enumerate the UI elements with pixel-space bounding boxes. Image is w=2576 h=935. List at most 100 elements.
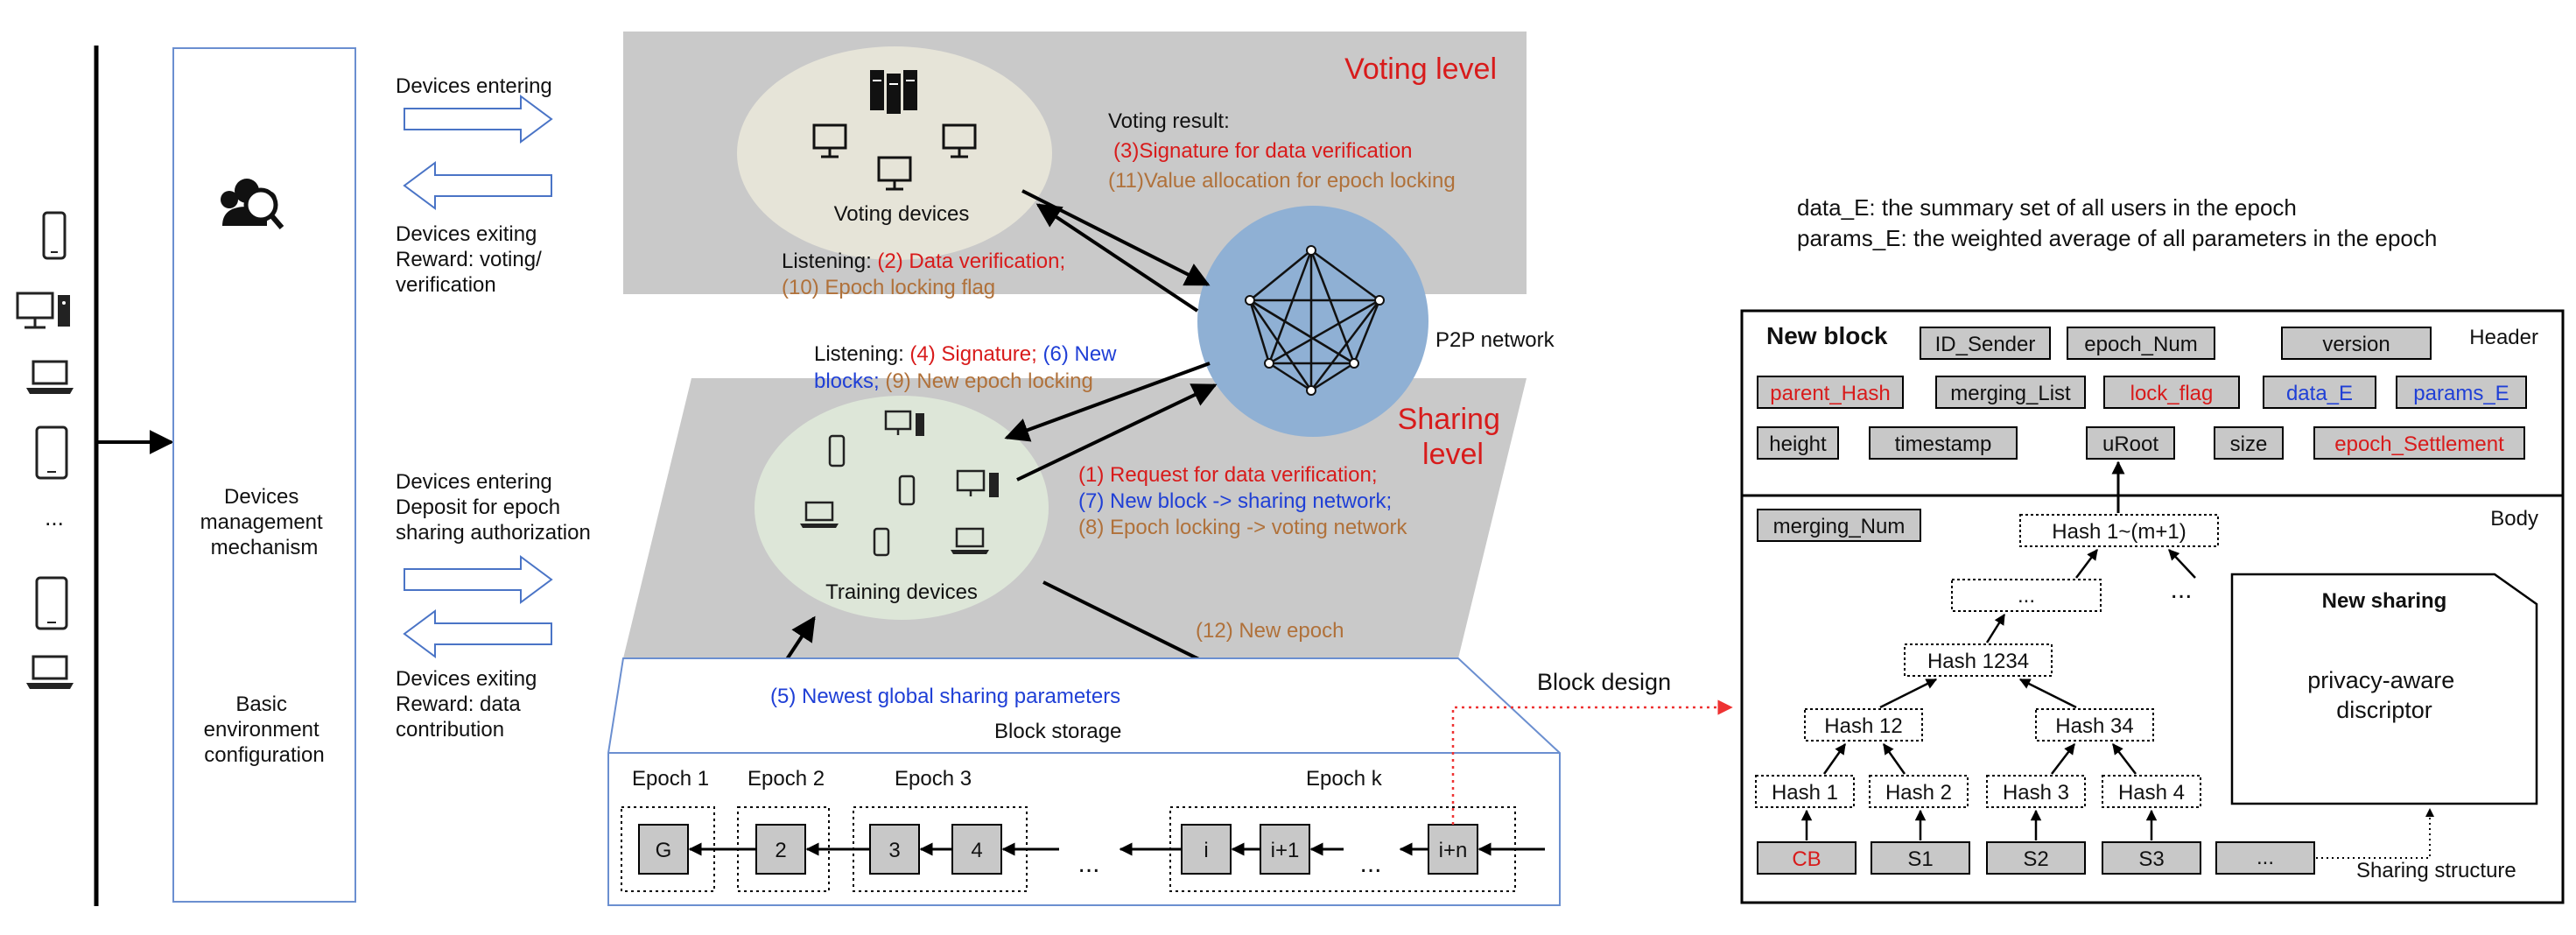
header-label: Header <box>2469 326 2538 349</box>
svg-text:height: height <box>1769 432 1827 456</box>
storage-dots: ... <box>1359 849 1381 878</box>
devices-entering-top: Devices entering <box>396 74 552 98</box>
voting-result-value-allocation: (11)Value allocation for epoch locking <box>1108 169 1456 193</box>
basic-config-label: Basic environment configuration <box>204 692 326 767</box>
svg-text:ID_Sender: ID_Sender <box>1935 333 2036 356</box>
field-merging-list: merging_List <box>1935 376 2086 409</box>
sharing-structure-label: Sharing structure <box>2356 859 2516 882</box>
field-version: version <box>2281 327 2432 360</box>
p2p-to-training-arrow <box>1004 362 1211 442</box>
new-epoch-label: (12) New epoch <box>1196 619 1344 643</box>
epoch-label: Epoch 2 <box>748 767 825 791</box>
svg-text:i+n: i+n <box>1439 839 1468 862</box>
leaf-s2: S2 <box>1986 841 2086 875</box>
storage-block: i+n <box>1428 824 1478 875</box>
new-block-title: New block <box>1766 322 1888 349</box>
svg-text:S3: S3 <box>2138 847 2164 871</box>
svg-text:Hash 3: Hash 3 <box>2003 781 2069 805</box>
svg-text:epoch_Num: epoch_Num <box>2084 333 2197 356</box>
leaf-s1: S1 <box>1871 841 1970 875</box>
new-sharing-title: New sharing <box>2322 589 2447 613</box>
training-to-p2p-arrow <box>1016 383 1218 482</box>
p2p-network-label: P2P network <box>1435 328 1555 352</box>
field-height: height <box>1757 426 1839 460</box>
entering-arrow-top <box>404 95 553 144</box>
field-id-sender: ID_Sender <box>1920 327 2051 360</box>
data-e-definition: data_E: the summary set of all users in … <box>1797 194 2297 221</box>
hash-leaf-2: Hash 2 <box>1869 775 1969 808</box>
phone-icon <box>42 211 67 260</box>
svg-text:Hash 1: Hash 1 <box>1772 781 1838 805</box>
voting-devices-ellipse <box>737 46 1052 260</box>
training-devices-label: Training devices <box>825 580 978 604</box>
epoch-label: Epoch 1 <box>632 767 709 791</box>
voting-listening: Listening: (2) Data verification; <box>782 250 1065 273</box>
svg-text:timestamp: timestamp <box>1895 432 1992 456</box>
svg-text:merging_Num: merging_Num <box>1773 515 1906 538</box>
hash-node-top: Hash 1~(m+1) <box>2019 514 2219 547</box>
field-parent-hash: parent_Hash <box>1757 376 1904 409</box>
svg-text:lock_flag: lock_flag <box>2130 382 2214 405</box>
svg-text:i: i <box>1204 839 1208 862</box>
epoch-locking-to-voting: (8) Epoch locking -> voting network <box>1078 516 1408 539</box>
svg-text:S2: S2 <box>2023 847 2048 871</box>
svg-text:epoch_Settlement: epoch_Settlement <box>2334 432 2504 456</box>
hash-node-1234: Hash 1234 <box>1904 643 2053 677</box>
devices-exiting-top: Devices exiting Reward: voting/ verifica… <box>396 222 547 297</box>
svg-text:...: ... <box>2257 846 2274 869</box>
storage-block: 4 <box>951 824 1002 875</box>
laptop-icon <box>800 501 839 528</box>
hash-node-34: Hash 34 <box>2035 708 2154 742</box>
sharing-structure-connector <box>2316 808 2434 859</box>
voting-result-signature: (3)Signature for data verification <box>1113 139 1413 163</box>
device-ellipsis: ... <box>45 504 64 531</box>
hash-leaf-4: Hash 4 <box>2102 775 2201 808</box>
svg-text:4: 4 <box>971 839 982 862</box>
svg-text:Hash 1234: Hash 1234 <box>1927 650 2029 673</box>
merkle-arrows <box>1800 549 2196 840</box>
desktop-icon <box>884 410 924 436</box>
storage-block: 2 <box>755 824 806 875</box>
svg-text:G: G <box>656 839 672 862</box>
devices-exiting-bottom: Devices exiting Reward: data contributio… <box>396 667 543 742</box>
training-devices-ellipse <box>755 396 1049 620</box>
monitor-icon <box>942 123 977 158</box>
voting-listening-flag: (10) Epoch locking flag <box>782 276 995 299</box>
block-storage-title: Block storage <box>994 720 1121 743</box>
monitor-icon <box>812 123 847 158</box>
field-params-e: params_E <box>2396 376 2527 409</box>
request-data-verification: (1) Request for data verification; <box>1078 463 1378 487</box>
p2p-network-circle <box>1197 206 1428 437</box>
voting-level-title: Voting level <box>1344 53 1497 86</box>
leaf-cb: CB <box>1757 841 1857 875</box>
body-label: Body <box>2490 507 2538 531</box>
svg-text:Hash 34: Hash 34 <box>2055 714 2133 738</box>
svg-text:version: version <box>2322 333 2390 356</box>
svg-text:uRoot: uRoot <box>2102 432 2158 456</box>
devices-entering-bottom: Devices entering Deposit for epoch shari… <box>396 470 591 545</box>
storage-block: i <box>1181 824 1232 875</box>
voting-devices-label: Voting devices <box>834 202 970 226</box>
svg-text:3: 3 <box>888 839 900 862</box>
field-size: size <box>2214 426 2284 460</box>
hash-leaf-1: Hash 1 <box>1755 775 1855 808</box>
laptop-icon <box>26 360 74 394</box>
svg-text:S1: S1 <box>1907 847 1933 871</box>
monitor-icon <box>877 156 912 191</box>
svg-text:Hash 12: Hash 12 <box>1824 714 1902 738</box>
leaf-s3: S3 <box>2102 841 2201 875</box>
sharing-listening-line1: Listening: (4) Signature; (6) New <box>814 342 1117 366</box>
field-epoch-settlement: epoch_Settlement <box>2313 426 2525 460</box>
svg-text:params_E: params_E <box>2413 382 2509 405</box>
hash-node-12: Hash 12 <box>1804 708 1923 742</box>
server-icon <box>870 70 917 114</box>
svg-text:size: size <box>2230 432 2268 456</box>
hash-leaf-3: Hash 3 <box>1986 775 2086 808</box>
phone-icon <box>873 527 890 557</box>
phone-icon <box>898 475 916 506</box>
user-search-icon <box>221 179 284 229</box>
block-design-connector <box>1451 699 1733 825</box>
svg-text:Hash 1~(m+1): Hash 1~(m+1) <box>2052 520 2186 544</box>
field-merging-num: merging_Num <box>1757 509 1921 542</box>
